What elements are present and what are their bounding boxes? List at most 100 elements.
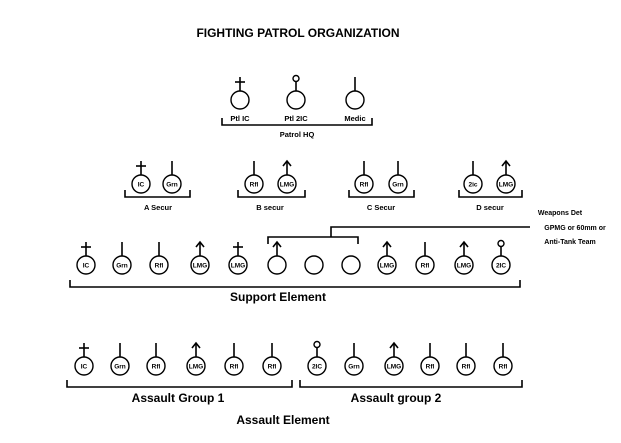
member-node: Rfl (262, 343, 282, 376)
member-role-label: 2IC (312, 364, 322, 371)
member-circle (277, 174, 297, 194)
member-role-label: IC (138, 182, 145, 189)
member-role-label: Rfl (152, 364, 161, 371)
member-circle (491, 255, 511, 275)
hq-member-label: Ptl IC (230, 114, 250, 123)
member-circle (76, 255, 96, 275)
member-circle (496, 174, 516, 194)
member-circle (420, 356, 440, 376)
diagram-title: FIGHTING PATROL ORGANIZATION (196, 26, 399, 40)
member-node: Rfl (146, 343, 166, 376)
member-node: 2IC (307, 340, 327, 376)
member-node (286, 74, 306, 110)
member-circle (228, 255, 248, 275)
hq-label: Patrol HQ (280, 130, 315, 139)
assault-group-1-bracket (66, 380, 293, 388)
member-circle (186, 356, 206, 376)
member-role-label: Rfl (462, 364, 471, 371)
member-circle (112, 255, 132, 275)
member-circle (262, 356, 282, 376)
member-circle (454, 255, 474, 275)
member-node: LMG (454, 240, 474, 275)
member-role-label: Grn (116, 263, 128, 270)
member-node: LMG (277, 159, 297, 194)
member-circle (344, 356, 364, 376)
member-node (230, 77, 250, 110)
member-circle (162, 174, 182, 194)
member-circle (286, 90, 306, 110)
member-circle (190, 255, 210, 275)
support-bracket (69, 280, 521, 288)
knob-head-icon (497, 239, 505, 248)
member-node: Rfl (244, 161, 264, 194)
knob-head-icon (313, 340, 321, 349)
secur-group-label: C Secur (367, 203, 395, 212)
member-node: LMG (190, 240, 210, 275)
member-node: 2IC (491, 239, 511, 275)
arrow-head-icon (272, 240, 282, 248)
secur-group-label: D secur (476, 203, 504, 212)
member-role-label: LMG (193, 263, 207, 270)
member-circle (110, 356, 130, 376)
weapons-det-label: Weapons Det (538, 210, 583, 217)
member-role-label: Grn (114, 364, 126, 371)
member-circle (456, 356, 476, 376)
member-circle (493, 356, 513, 376)
member-node (304, 255, 324, 275)
member-role-label: Rfl (421, 263, 430, 270)
hq-member-label: Ptl 2IC (284, 114, 308, 123)
member-circle (304, 255, 324, 275)
member-node: Grn (162, 161, 182, 194)
arrow-head-icon (459, 240, 469, 248)
weapons-det-leader-line (330, 226, 530, 237)
member-node: LMG (186, 341, 206, 376)
member-circle (244, 174, 264, 194)
member-node: LMG (496, 159, 516, 194)
member-circle (415, 255, 435, 275)
member-node: Rfl (493, 343, 513, 376)
member-node: 2ic (463, 161, 483, 194)
member-circle (149, 255, 169, 275)
member-role-label: Rfl (426, 364, 435, 371)
member-node: Rfl (415, 242, 435, 275)
member-circle (345, 90, 365, 110)
arrow-head-icon (382, 240, 392, 248)
member-role-label: Rfl (268, 364, 277, 371)
assault-element-label: Assault Element (236, 413, 329, 427)
hq-member-label: Medic (344, 114, 365, 123)
arrow-head-icon (389, 341, 399, 349)
member-node: Grn (388, 161, 408, 194)
assault-group-2-bracket (299, 380, 523, 388)
member-role-label: Grn (392, 182, 404, 189)
member-role-label: 2IC (496, 263, 506, 270)
support-element-label: Support Element (230, 290, 326, 304)
secur-group-label: A Secur (144, 203, 172, 212)
weapons-det-label: GPMG or 60mm or (544, 225, 606, 232)
assault-group-1-label: Assault Group 1 (132, 391, 225, 405)
member-circle (131, 174, 151, 194)
member-node (267, 240, 287, 275)
member-node: Grn (110, 343, 130, 376)
member-circle (377, 255, 397, 275)
member-role-label: LMG (380, 263, 394, 270)
weapons-det-label: Anti-Tank Team (544, 239, 595, 246)
member-node: Rfl (224, 343, 244, 376)
member-circle (224, 356, 244, 376)
member-node: IC (74, 343, 94, 376)
secur-group-label: B secur (256, 203, 284, 212)
member-node: Grn (112, 242, 132, 275)
member-node: IC (76, 242, 96, 275)
member-role-label: LMG (280, 182, 294, 189)
member-node: IC (131, 161, 151, 194)
member-role-label: LMG (387, 364, 401, 371)
member-circle (74, 356, 94, 376)
weapons-det-bracket (267, 236, 359, 244)
member-circle (388, 174, 408, 194)
member-circle (230, 90, 250, 110)
member-role-label: 2ic (468, 182, 477, 189)
member-circle (341, 255, 361, 275)
arrow-head-icon (191, 341, 201, 349)
member-node: LMG (377, 240, 397, 275)
